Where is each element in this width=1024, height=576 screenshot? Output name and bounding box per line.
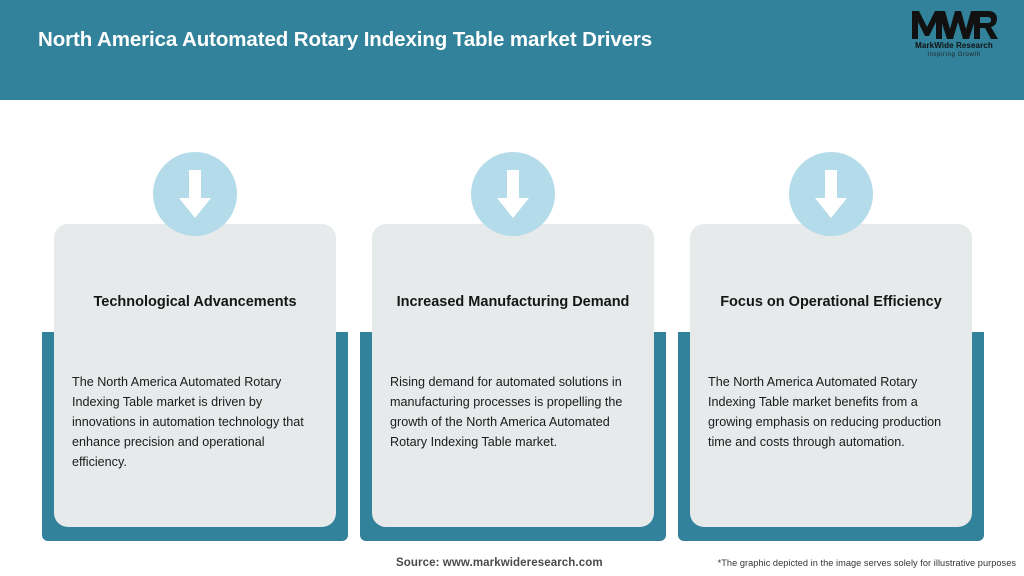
card-panel: Technological Advancements The North Ame… <box>54 224 336 527</box>
arrow-down-icon <box>789 152 873 236</box>
page-title: North America Automated Rotary Indexing … <box>38 28 653 51</box>
driver-card-1: Technological Advancements The North Ame… <box>42 146 348 541</box>
cards-stage: Technological Advancements The North Ame… <box>0 100 1024 576</box>
arrow-down-icon <box>153 152 237 236</box>
card-title: Focus on Operational Efficiency <box>720 294 942 310</box>
card-title: Increased Manufacturing Demand <box>396 294 630 310</box>
card-panel: Focus on Operational Efficiency The Nort… <box>690 224 972 527</box>
arrow-down-icon <box>471 152 555 236</box>
logo-tagline: Inspiring Growth <box>927 52 981 58</box>
card-panel: Increased Manufacturing Demand Rising de… <box>372 224 654 527</box>
driver-card-3: Focus on Operational Efficiency The Nort… <box>678 146 984 541</box>
card-body: Rising demand for automated solutions in… <box>390 375 623 449</box>
disclaimer-label: *The graphic depicted in the image serve… <box>717 558 1016 568</box>
mwr-monogram-icon <box>902 10 1006 40</box>
card-title: Technological Advancements <box>93 294 297 310</box>
driver-card-2: Increased Manufacturing Demand Rising de… <box>360 146 666 541</box>
brand-logo: MarkWide Research Inspiring Growth <box>902 10 1006 66</box>
header-banner: North America Automated Rotary Indexing … <box>0 0 1024 100</box>
source-label: Source: www.markwideresearch.com <box>396 557 603 569</box>
card-body: The North America Automated Rotary Index… <box>72 375 304 469</box>
logo-company-name: MarkWide Research <box>915 41 993 50</box>
card-body: The North America Automated Rotary Index… <box>708 375 942 449</box>
